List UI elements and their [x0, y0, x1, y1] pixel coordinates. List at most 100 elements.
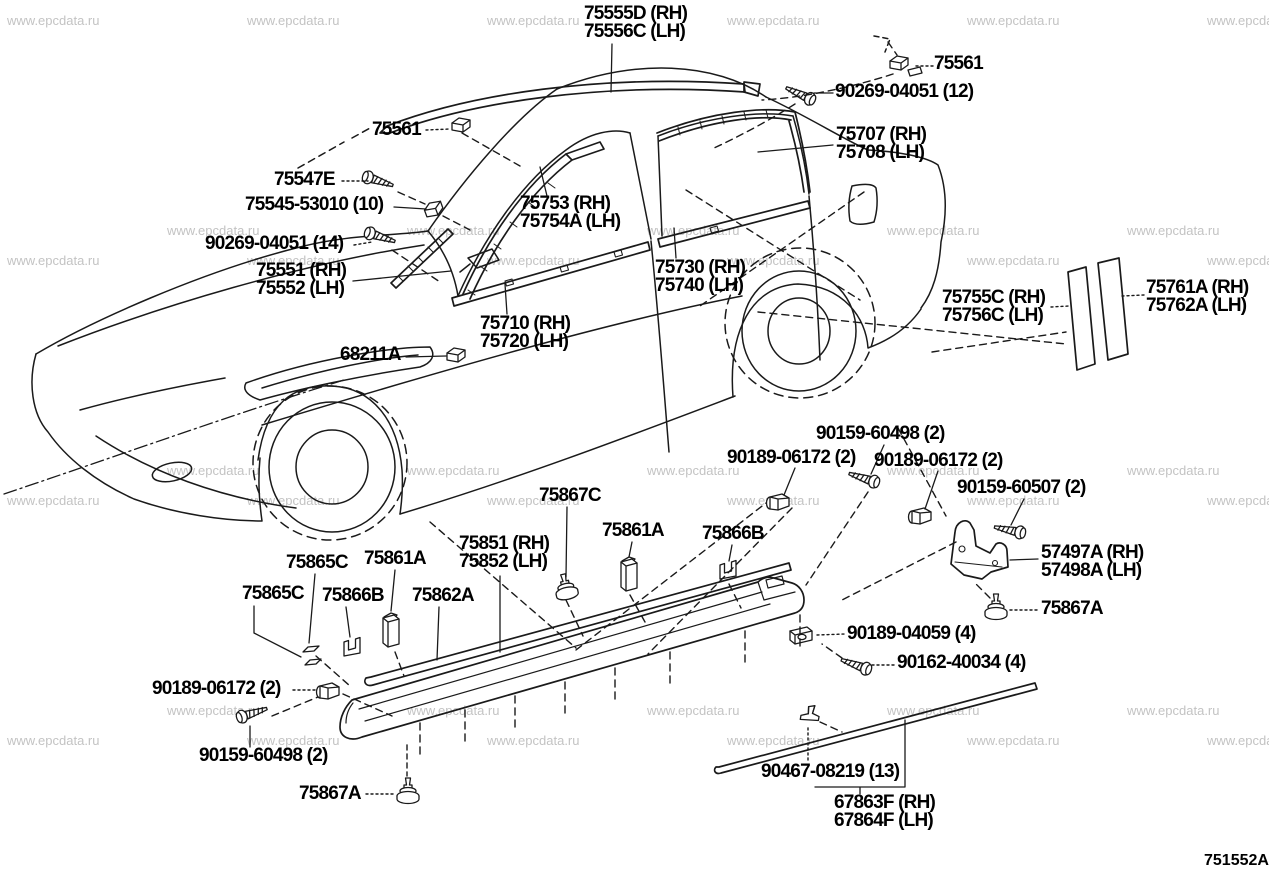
diagram-code: 751552A	[1204, 852, 1269, 869]
clip-75867A-right-icon	[984, 593, 1008, 621]
watermark-text: www.epcdata.ru	[647, 703, 740, 718]
part-label-clip-75867A-bottom: 75867A	[299, 783, 362, 804]
part-label-screw-90162-40034: 90162-40034 (4)	[897, 652, 1026, 673]
watermark-text: www.epcdata.ru	[887, 223, 980, 238]
screw-40034-icon	[838, 653, 875, 678]
watermark-text: www.epcdata.ru	[1127, 463, 1220, 478]
clip-08219-icon	[799, 702, 822, 724]
part-label-clip-68211A: 68211A	[340, 344, 402, 365]
part-label-clip-75545-53010: 75545-53010 (10)	[245, 194, 384, 215]
watermark-text: www.epcdata.ru	[727, 13, 820, 28]
clip-75561-left-icon	[451, 117, 471, 133]
watermark-text: www.epcdata.ru	[727, 733, 820, 748]
sill-protector-strip-part	[713, 682, 1038, 775]
part-label-front-belt-moulding: 75710 (RH) 75720 (LH)	[480, 313, 571, 352]
rear-belt-moulding-part	[657, 200, 811, 248]
watermark-text: www.epcdata.ru	[487, 733, 580, 748]
watermark-text: www.epcdata.ru	[1207, 13, 1269, 28]
roof-drip-moulding-part	[379, 80, 761, 134]
screw-60507-icon	[992, 520, 1028, 541]
clip-75867A-bottom-icon	[396, 777, 420, 805]
watermark-text: www.epcdata.ru	[247, 13, 340, 28]
part-label-front-door-sash-moulding: 75753 (RH) 75754A (LH)	[520, 193, 621, 232]
part-label-clip-75865C-upper: 75865C	[286, 552, 349, 573]
clip-75865C-upper-icon	[302, 645, 320, 653]
part-label-pad-75861A-left: 75861A	[364, 548, 427, 569]
part-label-clip-75866B-right: 75866B	[702, 523, 765, 544]
part-label-screw-90269-04051-12: 90269-04051 (12)	[835, 81, 974, 102]
bracket-57497A-part	[950, 520, 1009, 580]
part-label-pad-75861A-right: 75861A	[602, 520, 665, 541]
watermark-text: www.epcdata.ru	[647, 463, 740, 478]
screw-90269-12-icon	[782, 81, 819, 108]
watermark-text: www.epcdata.ru	[967, 493, 1060, 508]
clip-75561-tab-icon	[907, 66, 923, 77]
watermark-text: www.epcdata.ru	[1127, 223, 1220, 238]
part-label-rocker-panel-moulding: 75851 (RH) 75852 (LH)	[459, 533, 550, 572]
dashed-lines	[271, 41, 1067, 777]
watermark-text: www.epcdata.ru	[1207, 733, 1269, 748]
clip-75561-right-icon	[889, 55, 909, 71]
watermark-text: www.epcdata.ru	[1207, 493, 1269, 508]
part-label-clip-90189-06172-left: 90189-06172 (2)	[727, 447, 856, 468]
clip-06172-left-icon	[765, 493, 790, 511]
windshield-side-moulding-part	[390, 228, 454, 289]
part-label-screw-90159-60507: 90159-60507 (2)	[957, 477, 1086, 498]
part-label-grommet-75867C: 75867C	[539, 485, 602, 506]
clip-06172-bottom-icon	[315, 682, 340, 700]
watermark-text: www.epcdata.ru	[7, 733, 100, 748]
part-label-rear-door-sash-moulding: 75707 (RH) 75708 (LH)	[836, 124, 927, 163]
part-label-roof-drip-moulding: 75555D (RH) 75556C (LH)	[584, 3, 688, 42]
watermark-text: www.epcdata.ru	[967, 733, 1060, 748]
part-label-tape-75862A: 75862A	[412, 585, 475, 606]
part-label-screw-90269-04051-14: 90269-04051 (14)	[205, 233, 344, 254]
rocker-panel-moulding-part	[339, 575, 805, 740]
part-label-screw-75547E: 75547E	[274, 169, 336, 190]
pad-75861A-right-icon	[620, 556, 638, 592]
rear-door-sash-moulding-part	[656, 108, 811, 193]
watermark-text: www.epcdata.ru	[1207, 253, 1269, 268]
screw-90269-14-icon	[362, 224, 398, 249]
part-label-quarter-pillar-tape-front: 75755C (RH) 75756C (LH)	[942, 287, 1046, 326]
part-label-screw-90159-60498-upper: 90159-60498 (2)	[816, 423, 945, 444]
watermark-text: www.epcdata.ru	[967, 253, 1060, 268]
watermark-text: www.epcdata.ru	[247, 253, 340, 268]
screw-75547E-icon	[360, 168, 396, 193]
part-label-clip-75561-right: 75561	[934, 53, 984, 74]
watermark-text: www.epcdata.ru	[967, 13, 1060, 28]
watermark-text: www.epcdata.ru	[7, 253, 100, 268]
part-label-clip-75561-left: 75561	[372, 119, 422, 140]
clip-04059-icon	[789, 626, 813, 645]
screw-60498-lower-icon	[234, 701, 270, 726]
part-label-clip-75866B-left: 75866B	[322, 585, 385, 606]
part-label-clip-90189-04059: 90189-04059 (4)	[847, 623, 976, 644]
watermark-text: www.epcdata.ru	[7, 493, 100, 508]
watermark-text: www.epcdata.ru	[487, 253, 580, 268]
part-label-bracket-57497A: 57497A (RH) 57498A (LH)	[1041, 542, 1144, 581]
watermark-text: www.epcdata.ru	[7, 13, 100, 28]
quarter-pillar-tape-parts	[1067, 257, 1129, 371]
watermark-text: www.epcdata.ru	[727, 253, 820, 268]
reference-line	[3, 379, 345, 495]
part-label-quarter-pillar-tape-rear: 75761A (RH) 75762A (LH)	[1146, 277, 1249, 316]
clip-75866B-left-icon	[343, 636, 361, 657]
part-label-windshield-side-moulding: 75551 (RH) 75552 (LH)	[256, 260, 347, 299]
watermark-text: www.epcdata.ru	[1127, 703, 1220, 718]
clip-06172-right-icon	[907, 507, 932, 525]
dotted-leaders	[292, 65, 1145, 795]
front-door-sash-moulding-part	[462, 141, 605, 300]
part-label-clip-90189-06172-bottom: 90189-06172 (2)	[152, 678, 281, 699]
watermark-text: www.epcdata.ru	[887, 463, 980, 478]
leader-lines	[249, 43, 1039, 795]
watermark-text: www.epcdata.ru	[167, 463, 260, 478]
clip-68211A-icon	[446, 347, 466, 363]
part-label-clip-75867A-right: 75867A	[1041, 598, 1104, 619]
front-belt-moulding-part	[451, 241, 651, 307]
watermark-text: www.epcdata.ru	[247, 733, 340, 748]
tape-75862A-part	[364, 562, 792, 687]
part-label-screw-90159-60498-lower: 90159-60498 (2)	[199, 745, 328, 766]
watermark-text: www.epcdata.ru	[167, 223, 260, 238]
clip-75866B-right-icon	[719, 559, 737, 580]
